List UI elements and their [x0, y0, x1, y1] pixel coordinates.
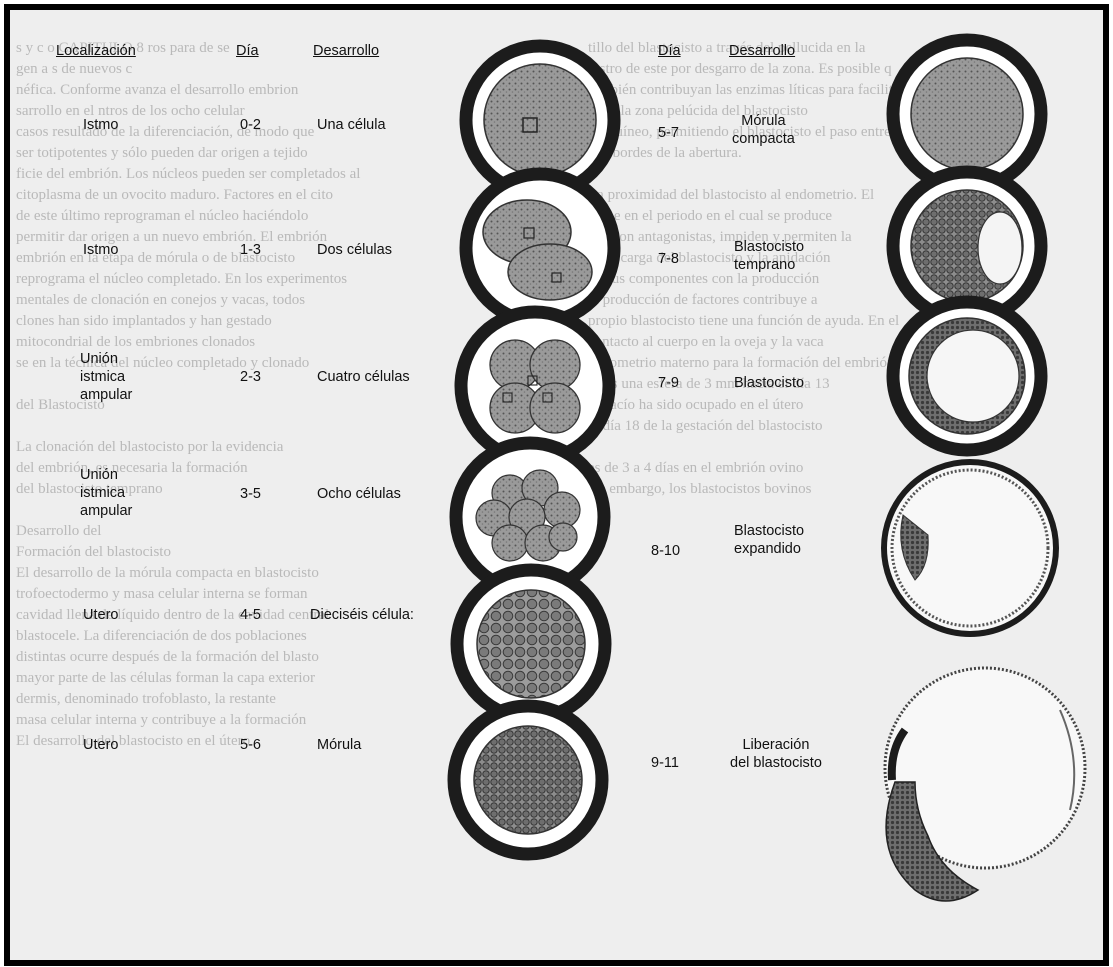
embryo-hatching-blastocyst [885, 668, 1085, 901]
embryo-two-cells [466, 174, 614, 322]
embryo-sixteen-cells [457, 570, 605, 718]
embryo-morula [454, 706, 602, 854]
embryo-blastocyst [893, 302, 1041, 450]
embryo-drawings [10, 10, 1103, 960]
embryo-expanded-blastocyst [884, 462, 1056, 634]
